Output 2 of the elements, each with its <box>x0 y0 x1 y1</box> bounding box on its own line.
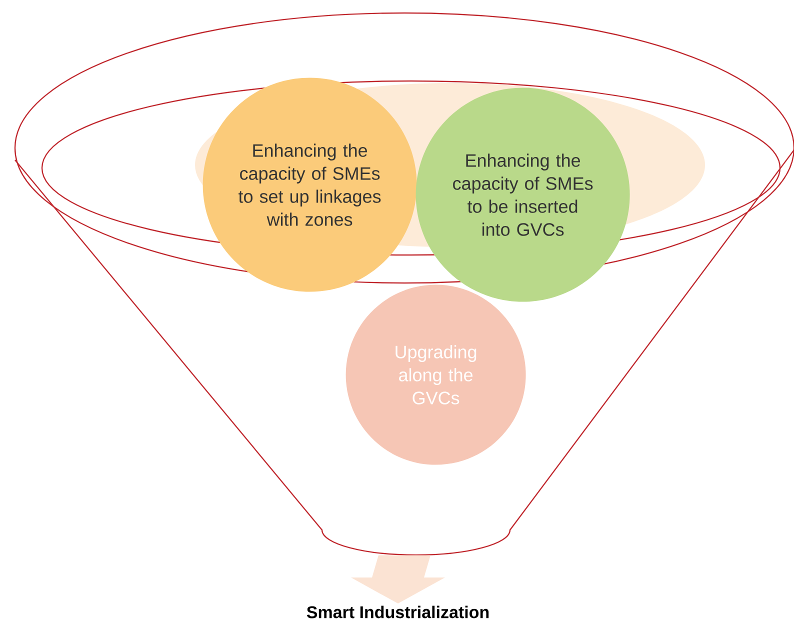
block-arrow <box>351 555 445 604</box>
result-label: Smart Industrialization <box>306 606 489 618</box>
